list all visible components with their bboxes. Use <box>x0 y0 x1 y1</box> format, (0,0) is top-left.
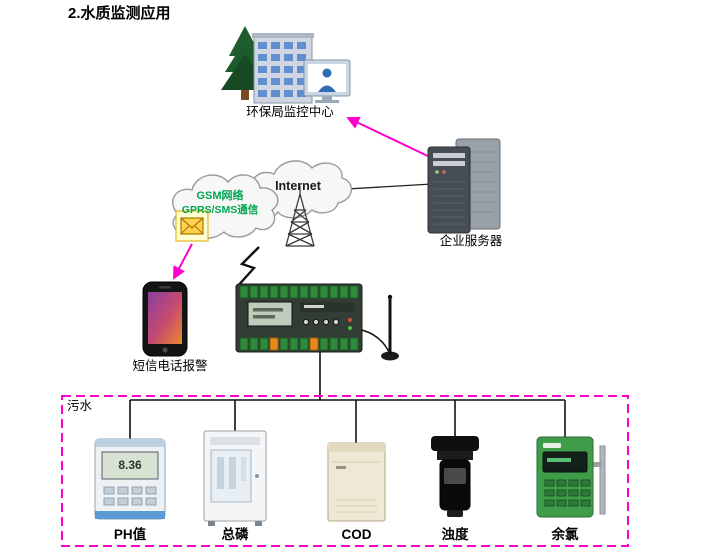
page-title: 2.水质监测应用 <box>68 5 171 22</box>
sensor-label-turbidity: 浊度 <box>441 527 469 542</box>
monitoring-center-label: 环保局监控中心 <box>246 105 334 119</box>
sensor-bus-lines <box>129 352 566 443</box>
phone-alarm-label: 短信电话报警 <box>132 359 208 373</box>
sensor-label-ph: PH值 <box>113 527 147 542</box>
sensor-label-residual-chlorine: 余氯 <box>551 527 579 542</box>
turbidity-sensor-icon <box>431 436 479 517</box>
sewage-zone-label: 污水 <box>67 399 93 413</box>
gsm-cloud-label-line1: GSM网络 <box>196 190 244 202</box>
chlorine-meter-icon <box>536 436 606 518</box>
radio-tower-icon <box>285 186 315 247</box>
phone-icon <box>142 281 188 357</box>
link-server-to-center-arrow <box>346 116 433 159</box>
monitor-icon <box>303 59 351 103</box>
server-icon <box>427 138 501 234</box>
rtu-device <box>235 283 363 353</box>
antenna-icon <box>361 294 399 361</box>
sewage-zone-border <box>61 395 629 547</box>
internet-cloud-label: Internet <box>275 179 321 193</box>
sensor-label-cod: COD <box>341 527 372 542</box>
server-label: 企业服务器 <box>439 234 503 248</box>
envelope-icon <box>175 210 209 242</box>
phosphorus-analyzer-icon <box>203 430 267 526</box>
link-envelope-to-phone-arrow <box>173 243 193 280</box>
ph-meter-display-value: 8.36 <box>118 458 142 472</box>
lightning-icon <box>235 246 260 289</box>
building-icon <box>252 33 314 104</box>
sensor-label-total-phosphorus: 总磷 <box>221 527 249 542</box>
gsm-cloud-label-line2: GPRS/SMS通信 <box>181 204 259 216</box>
ph-meter-icon <box>94 438 166 520</box>
cod-cabinet-icon <box>327 442 386 522</box>
